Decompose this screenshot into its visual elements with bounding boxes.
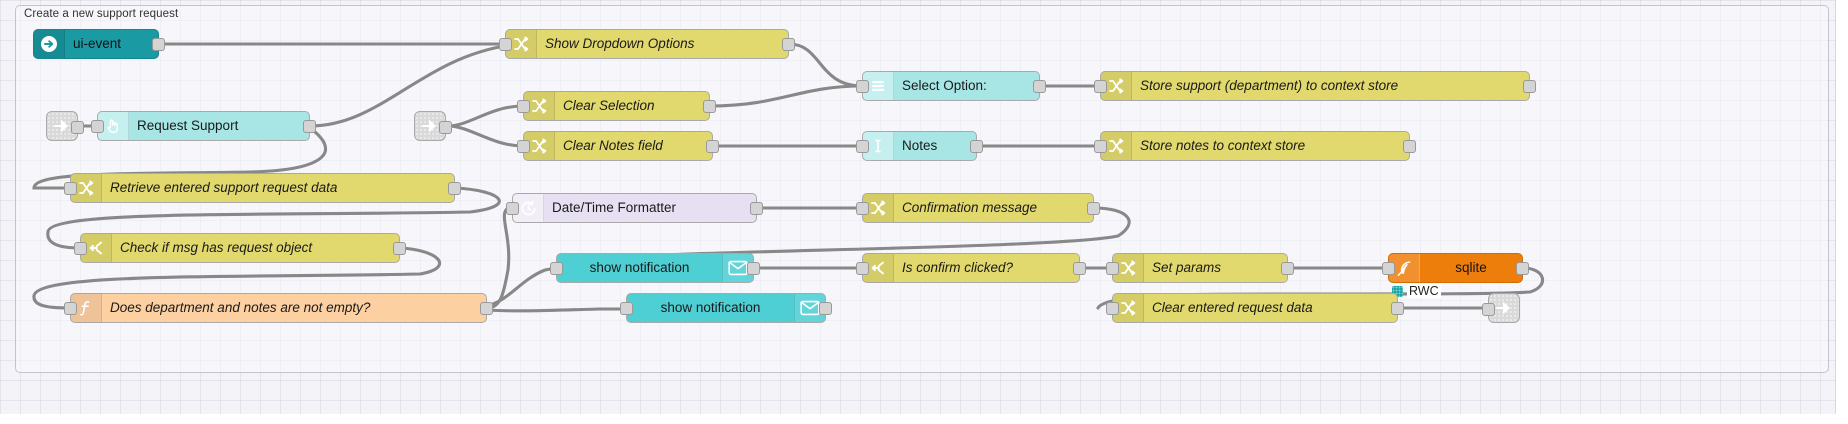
input-port[interactable] xyxy=(1382,262,1395,275)
editor-right-edge xyxy=(1835,0,1848,424)
output-port[interactable] xyxy=(439,121,452,134)
link-in-icon xyxy=(54,119,68,133)
node-label: Select Option: xyxy=(902,78,987,94)
node-check-msg-has-request-object[interactable]: Check if msg has request object xyxy=(74,233,406,263)
node-label: Request Support xyxy=(137,118,239,134)
node-label: Set params xyxy=(1152,260,1222,276)
output-port[interactable] xyxy=(1391,302,1404,315)
node-show-dropdown-options[interactable]: Show Dropdown Options xyxy=(499,29,795,59)
output-port[interactable] xyxy=(970,140,983,153)
node-label: Check if msg has request object xyxy=(120,240,313,256)
input-port[interactable] xyxy=(506,202,519,215)
link-in-icon xyxy=(422,119,436,133)
input-port[interactable] xyxy=(1094,140,1107,153)
node-clear-notes-field[interactable]: Clear Notes field xyxy=(517,131,719,161)
input-port[interactable] xyxy=(856,80,869,93)
node-label: Clear Selection xyxy=(563,98,655,114)
node-notes[interactable]: Notes xyxy=(856,131,983,161)
node-label: show notification xyxy=(589,260,690,276)
output-port[interactable] xyxy=(703,100,716,113)
output-port[interactable] xyxy=(448,182,461,195)
input-port[interactable] xyxy=(1106,262,1119,275)
output-port[interactable] xyxy=(1516,262,1529,275)
node-label: Notes xyxy=(902,138,938,154)
input-port[interactable] xyxy=(74,242,87,255)
envelope-icon xyxy=(722,254,753,282)
node-request-support[interactable]: Request Support xyxy=(91,111,316,141)
output-port[interactable] xyxy=(303,120,316,133)
output-port[interactable] xyxy=(1073,262,1086,275)
status-dot xyxy=(1392,285,1403,297)
node-ui-event[interactable]: ui-event xyxy=(33,29,165,59)
node-clear-selection[interactable]: Clear Selection xyxy=(517,91,716,121)
editor-bottom-edge xyxy=(0,414,1848,424)
output-port[interactable] xyxy=(71,121,84,134)
node-show-notification-1[interactable]: show notification xyxy=(550,253,760,283)
node-select-option[interactable]: Select Option: xyxy=(856,71,1046,101)
output-port[interactable] xyxy=(1087,202,1100,215)
output-port[interactable] xyxy=(393,242,406,255)
status-badge: RWC xyxy=(1392,284,1441,298)
status-label: RWC xyxy=(1407,284,1441,298)
node-label: Clear entered request data xyxy=(1152,300,1313,316)
node-retrieve-entered-data[interactable]: Retrieve entered support request data xyxy=(64,173,461,203)
input-port[interactable] xyxy=(517,140,530,153)
node-confirmation-message[interactable]: Confirmation message xyxy=(856,193,1100,223)
node-link-in-1[interactable] xyxy=(46,111,84,141)
output-port[interactable] xyxy=(782,38,795,51)
input-port[interactable] xyxy=(1106,302,1119,315)
node-link-out-1[interactable] xyxy=(1482,293,1520,323)
function-icon xyxy=(71,294,102,322)
input-port[interactable] xyxy=(64,182,77,195)
output-port[interactable] xyxy=(152,38,165,51)
input-port[interactable] xyxy=(856,202,869,215)
output-port[interactable] xyxy=(819,302,832,315)
node-label: Show Dropdown Options xyxy=(545,36,695,52)
node-label: sqlite xyxy=(1455,260,1487,276)
node-show-notification-2[interactable]: show notification xyxy=(620,293,832,323)
node-sqlite[interactable]: sqlite xyxy=(1382,253,1529,283)
list-icon xyxy=(863,72,894,100)
input-port[interactable] xyxy=(856,140,869,153)
input-port[interactable] xyxy=(620,302,633,315)
input-port[interactable] xyxy=(1094,80,1107,93)
input-port[interactable] xyxy=(64,302,77,315)
node-clear-entered-request-data[interactable]: Clear entered request data xyxy=(1106,293,1404,323)
node-label: Store notes to context store xyxy=(1140,138,1306,154)
node-label: Is confirm clicked? xyxy=(902,260,1014,276)
input-port[interactable] xyxy=(517,100,530,113)
node-link-in-2[interactable] xyxy=(414,111,452,141)
node-label: Confirmation message xyxy=(902,200,1038,216)
output-port[interactable] xyxy=(1523,80,1536,93)
node-store-support-to-context[interactable]: Store support (department) to context st… xyxy=(1094,71,1536,101)
node-label: Does department and notes are not empty? xyxy=(110,300,371,316)
link-out-icon xyxy=(1496,301,1510,315)
node-store-notes-to-context[interactable]: Store notes to context store xyxy=(1094,131,1416,161)
node-label: Store support (department) to context st… xyxy=(1140,78,1399,94)
output-port[interactable] xyxy=(1403,140,1416,153)
output-port[interactable] xyxy=(747,262,760,275)
node-label: show notification xyxy=(660,300,761,316)
input-port[interactable] xyxy=(91,120,104,133)
arrow-right-circle-icon xyxy=(34,30,65,58)
node-label: Date/Time Formatter xyxy=(552,200,677,216)
node-label: Retrieve entered support request data xyxy=(110,180,338,196)
output-port[interactable] xyxy=(1281,262,1294,275)
input-port[interactable] xyxy=(550,262,563,275)
node-is-confirm-clicked[interactable]: Is confirm clicked? xyxy=(856,253,1086,283)
node-datetime-formatter[interactable]: Date/Time Formatter xyxy=(506,193,763,223)
output-port[interactable] xyxy=(706,140,719,153)
output-port[interactable] xyxy=(480,302,493,315)
input-port[interactable] xyxy=(856,262,869,275)
input-port[interactable] xyxy=(1482,303,1495,316)
node-label: Clear Notes field xyxy=(563,138,663,154)
group-label: Create a new support request xyxy=(24,8,179,20)
input-port[interactable] xyxy=(499,38,512,51)
node-label: ui-event xyxy=(73,36,122,52)
output-port[interactable] xyxy=(1033,80,1046,93)
node-set-params[interactable]: Set params xyxy=(1106,253,1294,283)
output-port[interactable] xyxy=(750,202,763,215)
node-does-department-and-notes-not-empty[interactable]: Does department and notes are not empty? xyxy=(64,293,493,323)
